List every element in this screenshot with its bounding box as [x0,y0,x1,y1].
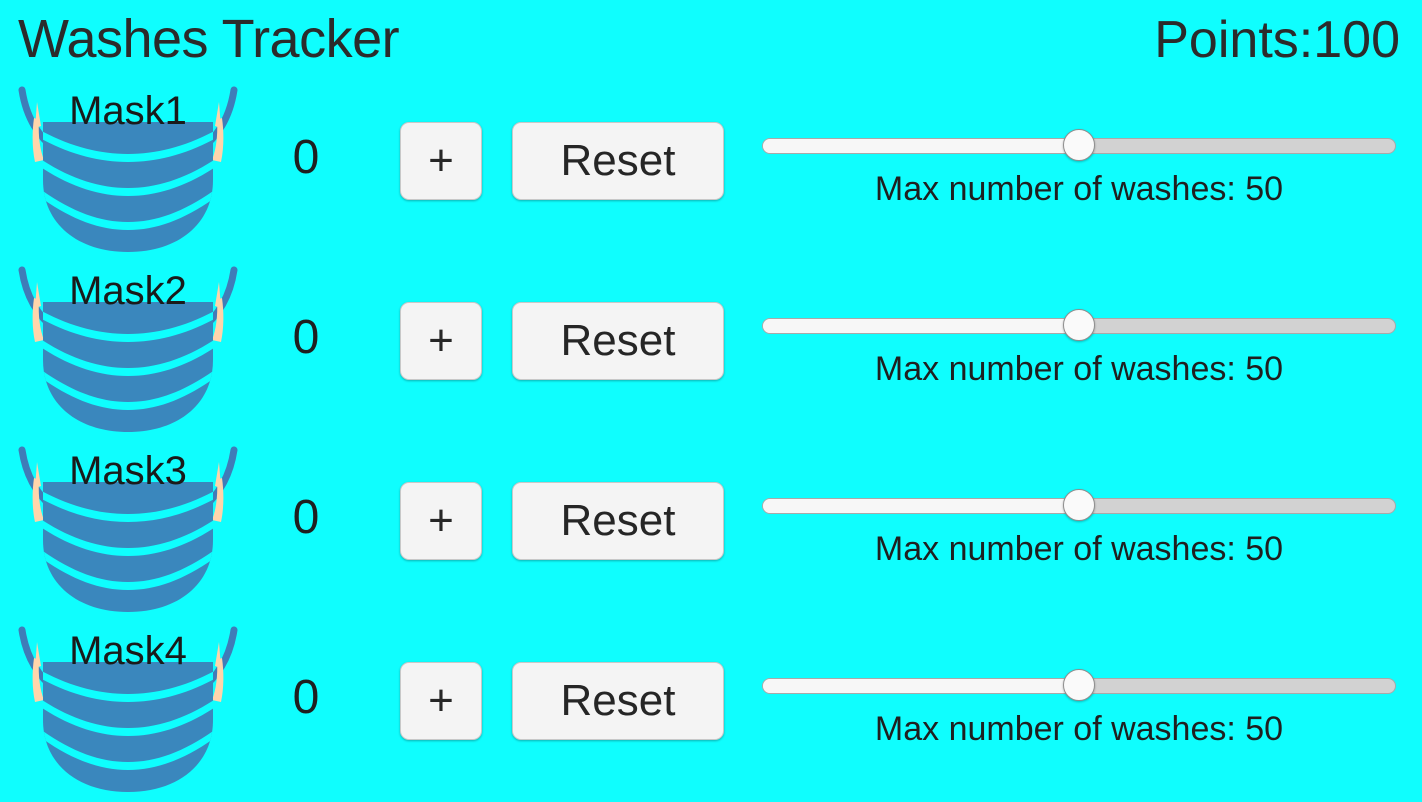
mask-label: Mask2 [69,269,187,313]
mask-label: Mask3 [69,449,187,493]
mask-figure: Mask4 [8,624,248,799]
mask-row: Mask3 0 + Reset Max number of washes: 50 [0,442,1422,622]
max-washes-slider[interactable] [762,668,1396,702]
mask-figure: Mask2 [8,264,248,439]
max-washes-slider[interactable] [762,128,1396,162]
wash-count: 0 [292,311,320,364]
reset-button[interactable]: Reset [512,122,724,200]
mask-row: Mask2 0 + Reset Max number of washes: 50 [0,262,1422,442]
slider-thumb[interactable] [1063,309,1095,341]
mask-label: Mask4 [69,629,187,673]
wash-count: 0 [292,491,320,544]
slider-fill [763,319,1079,333]
increment-button[interactable]: + [400,122,482,200]
app-header: Washes Tracker Points:100 [0,0,1422,82]
max-washes-slider[interactable] [762,308,1396,342]
max-washes-caption: Max number of washes: 50 [874,170,1284,208]
reset-button[interactable]: Reset [512,482,724,560]
slider-thumb[interactable] [1063,669,1095,701]
max-washes-caption: Max number of washes: 50 [874,530,1284,568]
mask-figure: Mask3 [8,444,248,619]
slider-fill [763,139,1079,153]
wash-count: 0 [292,671,320,724]
face-mask-icon [18,626,238,792]
max-washes-slider[interactable] [762,488,1396,522]
mask-label: Mask1 [69,89,187,133]
face-mask-icon [18,86,238,252]
increment-button[interactable]: + [400,662,482,740]
slider-fill [763,499,1079,513]
face-mask-icon [18,446,238,612]
slider-thumb[interactable] [1063,129,1095,161]
increment-button[interactable]: + [400,482,482,560]
increment-button[interactable]: + [400,302,482,380]
reset-button[interactable]: Reset [512,662,724,740]
points-value: 100 [1313,11,1400,69]
points-label: Points: [1154,11,1314,69]
mask-row: Mask1 0 + Reset Max number of washes: 50 [0,82,1422,262]
slider-thumb[interactable] [1063,489,1095,521]
face-mask-icon [18,266,238,432]
mask-row: Mask4 0 + Reset Max number of washes: 50 [0,622,1422,802]
slider-fill [763,679,1079,693]
points-display: Points:100 [1154,8,1400,72]
max-washes-caption: Max number of washes: 50 [874,710,1284,748]
mask-figure: Mask1 [8,84,248,259]
wash-count: 0 [292,131,320,184]
max-washes-caption: Max number of washes: 50 [874,350,1284,388]
page-title: Washes Tracker [18,9,400,69]
reset-button[interactable]: Reset [512,302,724,380]
